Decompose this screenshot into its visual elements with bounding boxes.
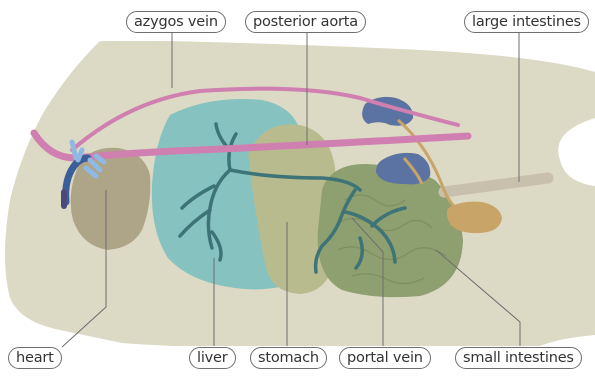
label-portal-vein: portal vein bbox=[339, 347, 431, 369]
label-large-intestines: large intestines bbox=[464, 11, 589, 33]
label-heart: heart bbox=[8, 347, 62, 369]
label-small-intestines: small intestines bbox=[455, 347, 582, 369]
label-liver: liver bbox=[189, 347, 236, 369]
heart-shape bbox=[71, 148, 151, 250]
label-posterior-aorta: posterior aorta bbox=[245, 11, 366, 33]
label-stomach: stomach bbox=[250, 347, 327, 369]
label-azygos-vein: azygos vein bbox=[126, 11, 226, 33]
